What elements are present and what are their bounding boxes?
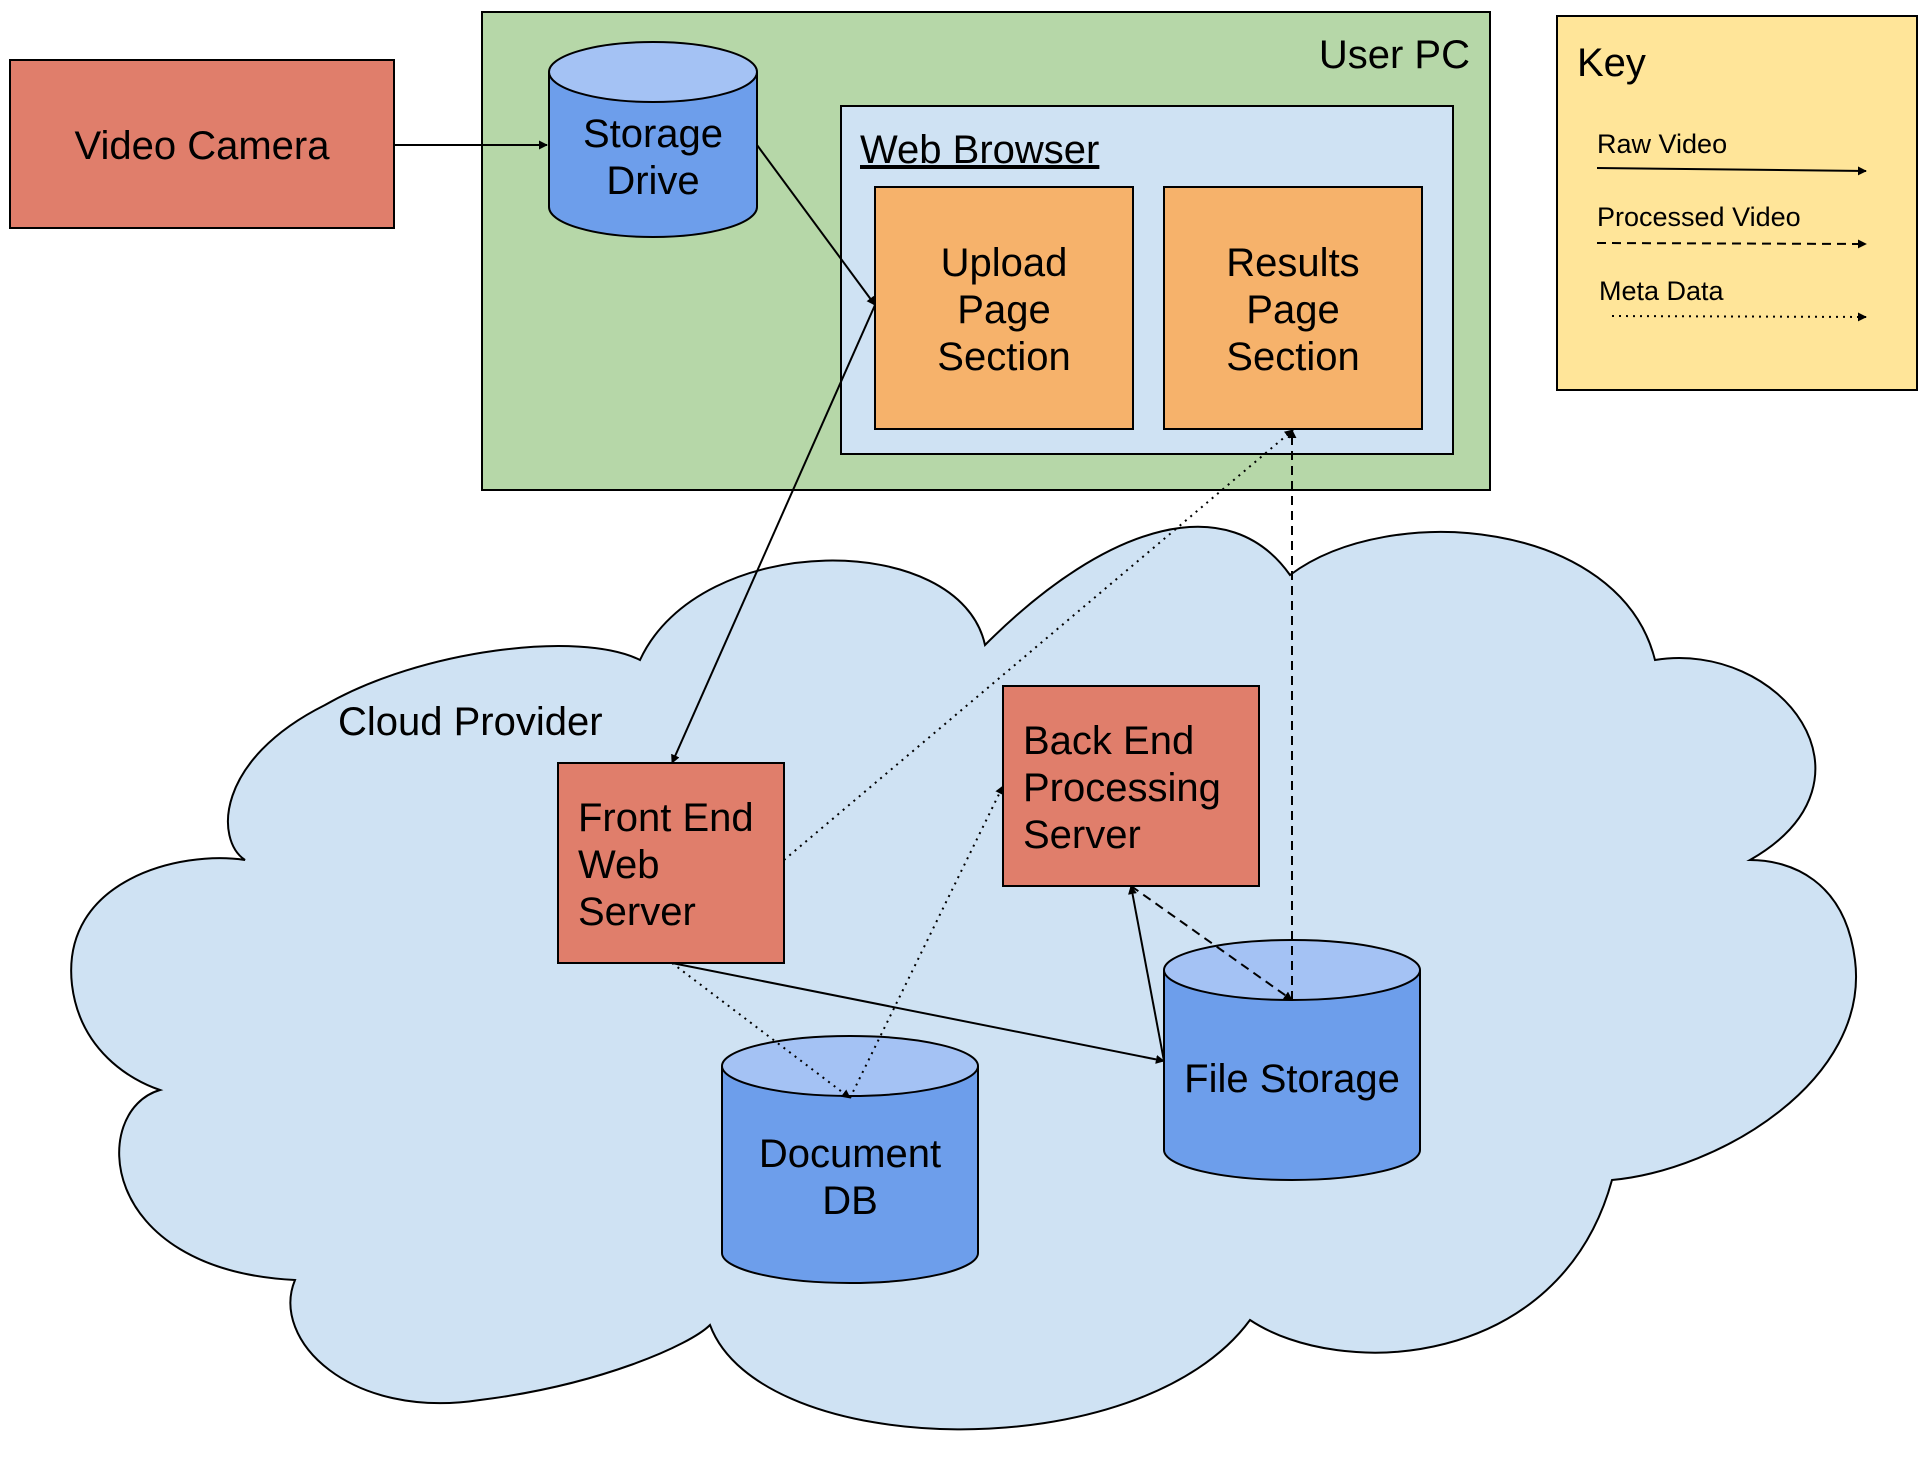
back-end-label-line1: Back End (1023, 719, 1194, 763)
key-item-meta-data-label: Meta Data (1599, 276, 1725, 306)
video-camera-label: Video Camera (75, 124, 331, 168)
front-end-box (557, 762, 785, 964)
document-db-top (721, 1035, 979, 1097)
upload-page-label-line1: Upload (941, 241, 1068, 285)
file-storage: File Storage (1163, 939, 1421, 1181)
storage-drive-label-line1: Storage (583, 112, 723, 156)
storage-drive: Storage Drive (548, 41, 758, 238)
front-end-web-server: Front End Web Server (557, 762, 785, 964)
back-end-box (1002, 685, 1260, 887)
back-end-label-line2: Processing (1023, 766, 1221, 810)
key-box (1556, 15, 1918, 391)
back-end-processing-server: Back End Processing Server (1002, 685, 1260, 887)
results-page-box (1163, 186, 1423, 430)
front-end-label-line1: Front End (578, 796, 754, 840)
document-db-body (721, 1066, 979, 1284)
user-pc-label: User PC (1319, 33, 1470, 77)
results-page-label-line1: Results (1226, 241, 1359, 285)
edges (394, 140, 1297, 1099)
key-item-processed-video-label: Processed Video (1597, 202, 1801, 232)
storage-drive-label-line2: Drive (606, 159, 699, 203)
document-db-label-line1: Document (759, 1132, 941, 1176)
upload-page-label-line3: Section (937, 335, 1070, 379)
video-camera: Video Camera (9, 59, 395, 229)
key-item-raw-video-label: Raw Video (1597, 129, 1727, 159)
file-storage-body (1163, 970, 1421, 1181)
back-end-label-line3: Server (1023, 813, 1141, 857)
upload-page-section: Upload Page Section (874, 186, 1134, 430)
storage-drive-body (548, 72, 758, 238)
cloud-shape (70, 525, 1858, 1431)
edge-storage-drive-to-upload-page (756, 144, 876, 306)
web-browser-label: Web Browser (860, 128, 1099, 172)
edge-back-end-to-file-storage (1130, 885, 1293, 1001)
results-page-label-line3: Section (1226, 335, 1359, 379)
edge-upload-page-to-front-end (671, 304, 876, 764)
edge-file-storage-to-back-end (1128, 885, 1165, 1062)
file-storage-label: File Storage (1184, 1057, 1400, 1101)
key-item-meta-data-line (1611, 312, 1867, 322)
results-page-label-line2: Page (1246, 288, 1339, 332)
front-end-label-line2: Web (578, 843, 660, 887)
edge-front-end-to-file-storage (671, 962, 1165, 1064)
key-title: Key (1577, 41, 1646, 85)
edge-document-db-to-back-end (849, 785, 1004, 1099)
results-page-section: Results Page Section (1163, 186, 1423, 430)
front-end-label-line3: Server (578, 890, 696, 934)
key-legend: Key Raw Video Processed Video Meta Data (1556, 15, 1918, 391)
document-db: Document DB (721, 1035, 979, 1284)
upload-page-box (874, 186, 1134, 430)
key-item-raw-video-line (1596, 166, 1867, 176)
document-db-label-line2: DB (822, 1179, 878, 1223)
cloud-provider-label: Cloud Provider (338, 700, 603, 744)
storage-drive-top (548, 41, 758, 103)
upload-page-label-line2: Page (957, 288, 1050, 332)
cloud-provider: Cloud Provider (70, 525, 1858, 1431)
